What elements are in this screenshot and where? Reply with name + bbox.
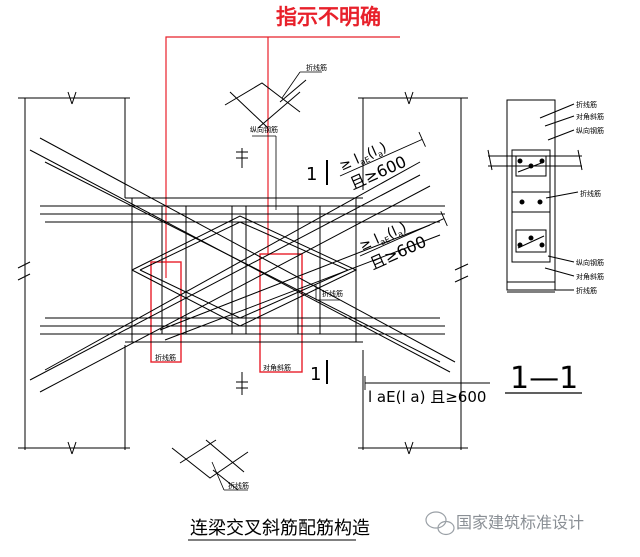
svg-text:≥ laE(la): ≥ laE(la) bbox=[337, 140, 389, 176]
section-label-2: 纵向钢筋 bbox=[576, 126, 604, 135]
annotation-text: 指示不明确 bbox=[276, 5, 381, 29]
highlight-box-left bbox=[150, 261, 182, 363]
section-labels: 折线筋 对角斜筋 纵向钢筋 折线筋 纵向钢筋 对角斜筋 折线筋 bbox=[576, 100, 604, 295]
caption-group: 连梁交叉斜筋配筋构造 bbox=[188, 518, 370, 541]
dimension-3: l aE(l a) 且≥600 bbox=[364, 376, 490, 406]
watermark-text: 国家建筑标准设计 bbox=[456, 513, 584, 532]
wechat-icon bbox=[425, 511, 455, 536]
section-label-3: 折线筋 bbox=[580, 189, 601, 198]
dimension-1-sub: aE bbox=[359, 155, 372, 167]
section-label-6: 折线筋 bbox=[576, 286, 597, 295]
section-title-group: 1—1 bbox=[505, 361, 582, 396]
dimension-2-main: ≥ l bbox=[357, 232, 382, 255]
label-leaders bbox=[211, 71, 340, 491]
label-top-longitudinal: 纵向钢筋 bbox=[250, 125, 278, 134]
dimension-2: ≥ laE(la) 且≥600 bbox=[357, 211, 448, 274]
dimension-2-paren-sub: a bbox=[396, 229, 404, 239]
section-cut-marks: 1 1 bbox=[306, 160, 328, 385]
left-wall bbox=[17, 91, 130, 455]
inner-zigzag-bars bbox=[131, 215, 358, 327]
caption: 连梁交叉斜筋配筋构造 bbox=[190, 518, 370, 539]
rebar-labels: 折线筋 纵向钢筋 折线筋 对角斜筋 折线筋 折线筋 bbox=[155, 63, 343, 490]
dimension-1-close: ) bbox=[378, 140, 390, 157]
section-mark-top: 1 bbox=[306, 164, 317, 185]
section-mark-bottom: 1 bbox=[310, 364, 321, 385]
dimension-1: ≥ laE(la) 且≥600 bbox=[337, 131, 426, 194]
label-right-box: 对角斜筋 bbox=[263, 363, 291, 372]
label-left-box: 折线筋 bbox=[155, 353, 176, 362]
right-wall bbox=[358, 91, 469, 455]
dimension-1-paren-sub: a bbox=[376, 149, 384, 159]
section-title: 1—1 bbox=[510, 361, 578, 396]
dimension-2-sub: aE bbox=[379, 235, 392, 247]
diagonal-bars bbox=[29, 137, 456, 393]
watermark-group: 国家建筑标准设计 bbox=[425, 511, 584, 536]
section-label-1: 对角斜筋 bbox=[576, 112, 604, 121]
section-label-0: 折线筋 bbox=[576, 100, 597, 109]
label-top-bar: 折线筋 bbox=[306, 63, 327, 72]
section-label-4: 纵向钢筋 bbox=[576, 258, 604, 267]
label-mid-right: 折线筋 bbox=[322, 289, 343, 298]
dimension-3-text: l aE(l a) 且≥600 bbox=[368, 388, 486, 406]
dimension-2-close: ) bbox=[398, 220, 410, 237]
top-bent-bar bbox=[224, 79, 307, 129]
dimension-1-main: ≥ l bbox=[337, 152, 362, 175]
section-label-5: 对角斜筋 bbox=[576, 272, 604, 281]
highlight-box-right bbox=[259, 253, 303, 373]
label-bottom-bar: 折线筋 bbox=[228, 481, 249, 490]
section-1-1 bbox=[487, 99, 583, 293]
coupling-beam bbox=[40, 197, 445, 343]
centre-axis bbox=[236, 148, 248, 395]
svg-text:≥ laE(la): ≥ laE(la) bbox=[357, 220, 409, 256]
